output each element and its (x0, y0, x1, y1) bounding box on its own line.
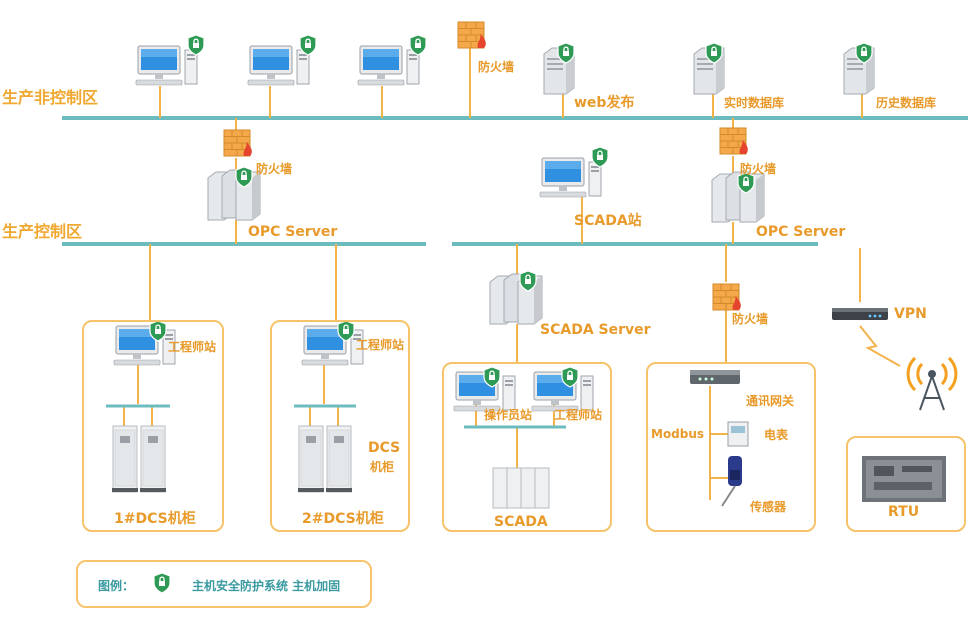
comm-gateway (690, 370, 740, 384)
rtu-group (846, 436, 966, 532)
dcs2-label: 2#DCS机柜 (302, 511, 384, 527)
power-meter (727, 421, 749, 447)
firewall-top (457, 21, 487, 49)
firewall-right (719, 127, 749, 155)
web-publish-label: web发布 (574, 95, 635, 111)
scada-cabinet (492, 467, 550, 509)
firewall-lower (712, 283, 742, 311)
scada-server (489, 270, 543, 325)
rtu-label: RTU (888, 504, 920, 520)
scada-group (442, 362, 612, 532)
web-server (543, 42, 575, 95)
eng-station-2-label: 工程师站 (356, 338, 405, 352)
sub-buses (106, 404, 566, 429)
pc-office-2 (247, 34, 317, 86)
vpn-router (832, 308, 888, 320)
scada-label: SCADA (494, 514, 548, 530)
opc-right-label: OPC Server (756, 224, 846, 240)
dcs-group-2 (270, 320, 410, 532)
scada-server-label: SCADA Server (540, 322, 651, 338)
firewall-top-label: 防火墙 (478, 60, 515, 74)
pc-office-3 (357, 34, 427, 86)
wireless-link (859, 325, 901, 367)
vpn-label: VPN (894, 306, 927, 322)
history-db-server (843, 42, 875, 95)
dcs-cabinet-label-line2: 机柜 (370, 460, 395, 474)
zone-control: 生产控制区 (2, 222, 83, 241)
scada-station-pc (539, 146, 609, 198)
firewall-lower-label: 防火墙 (732, 312, 769, 326)
realtime-db-server (693, 42, 725, 95)
realtime-db-label: 实时数据库 (724, 96, 785, 110)
firewall-right-label: 防火墙 (740, 162, 777, 176)
legend-desc: 主机安全防护系统 主机加固 (192, 579, 341, 593)
dcs-cabinet-label-line1: DCS (368, 440, 401, 456)
firewall-left (223, 129, 253, 157)
opc-server-left (207, 166, 261, 221)
antenna-icon (906, 356, 958, 411)
dcs-group-1 (82, 320, 224, 532)
legend (76, 560, 372, 608)
zone-non-control: 生产非控制区 (2, 88, 99, 107)
meter-label: 电表 (764, 428, 789, 442)
opc-server-right (711, 171, 765, 223)
legend-title: 图例： (98, 579, 135, 593)
modbus-label: Modbus (651, 427, 705, 441)
sensor-device (721, 456, 742, 507)
scada-station-label: SCADA站 (574, 213, 642, 229)
history-db-label: 历史数据库 (876, 96, 937, 110)
gateway-label: 通讯网关 (746, 394, 795, 408)
sensor-label: 传感器 (750, 500, 787, 514)
dcs1-label: 1#DCS机柜 (114, 511, 196, 527)
eng-station-3-label: 工程师站 (554, 408, 603, 422)
rtu-device (862, 456, 946, 502)
field-group (646, 362, 816, 532)
eng-station-1-label: 工程师站 (168, 340, 217, 354)
operator-station-label: 操作员站 (484, 408, 533, 422)
firewall-left-label: 防火墙 (256, 162, 293, 176)
pc-office-1 (135, 34, 205, 86)
opc-left-label: OPC Server (248, 224, 338, 240)
